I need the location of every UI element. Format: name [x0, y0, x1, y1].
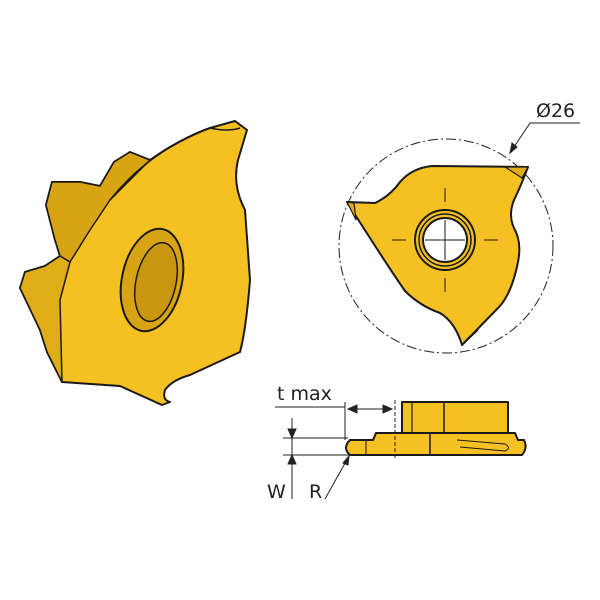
center-lines: [392, 188, 498, 292]
insert-3d-view: [19, 120, 251, 406]
insert-3d-edge: [109, 127, 241, 201]
diameter-label: Ø26: [536, 100, 575, 122]
radius-label: R: [309, 481, 322, 503]
insert-3d-left-face: [19, 255, 71, 383]
cutting-edge-bottom: [461, 329, 479, 346]
cutting-edge-top: [502, 166, 530, 179]
diameter-circle: [338, 138, 554, 354]
t-max-label: t max: [277, 383, 332, 405]
side-flange: [345, 432, 527, 456]
insert-3d-hole-inner: [133, 241, 179, 323]
cutting-edge-left: [345, 201, 357, 221]
insert-top-view: Ø26: [338, 100, 580, 354]
diameter-leader: [509, 122, 580, 155]
insert-side-view: [345, 401, 527, 456]
side-boss: [401, 401, 509, 434]
dimension-lines: [275, 400, 396, 500]
width-label: W: [267, 481, 286, 503]
hole-ring-inner: [418, 213, 472, 267]
